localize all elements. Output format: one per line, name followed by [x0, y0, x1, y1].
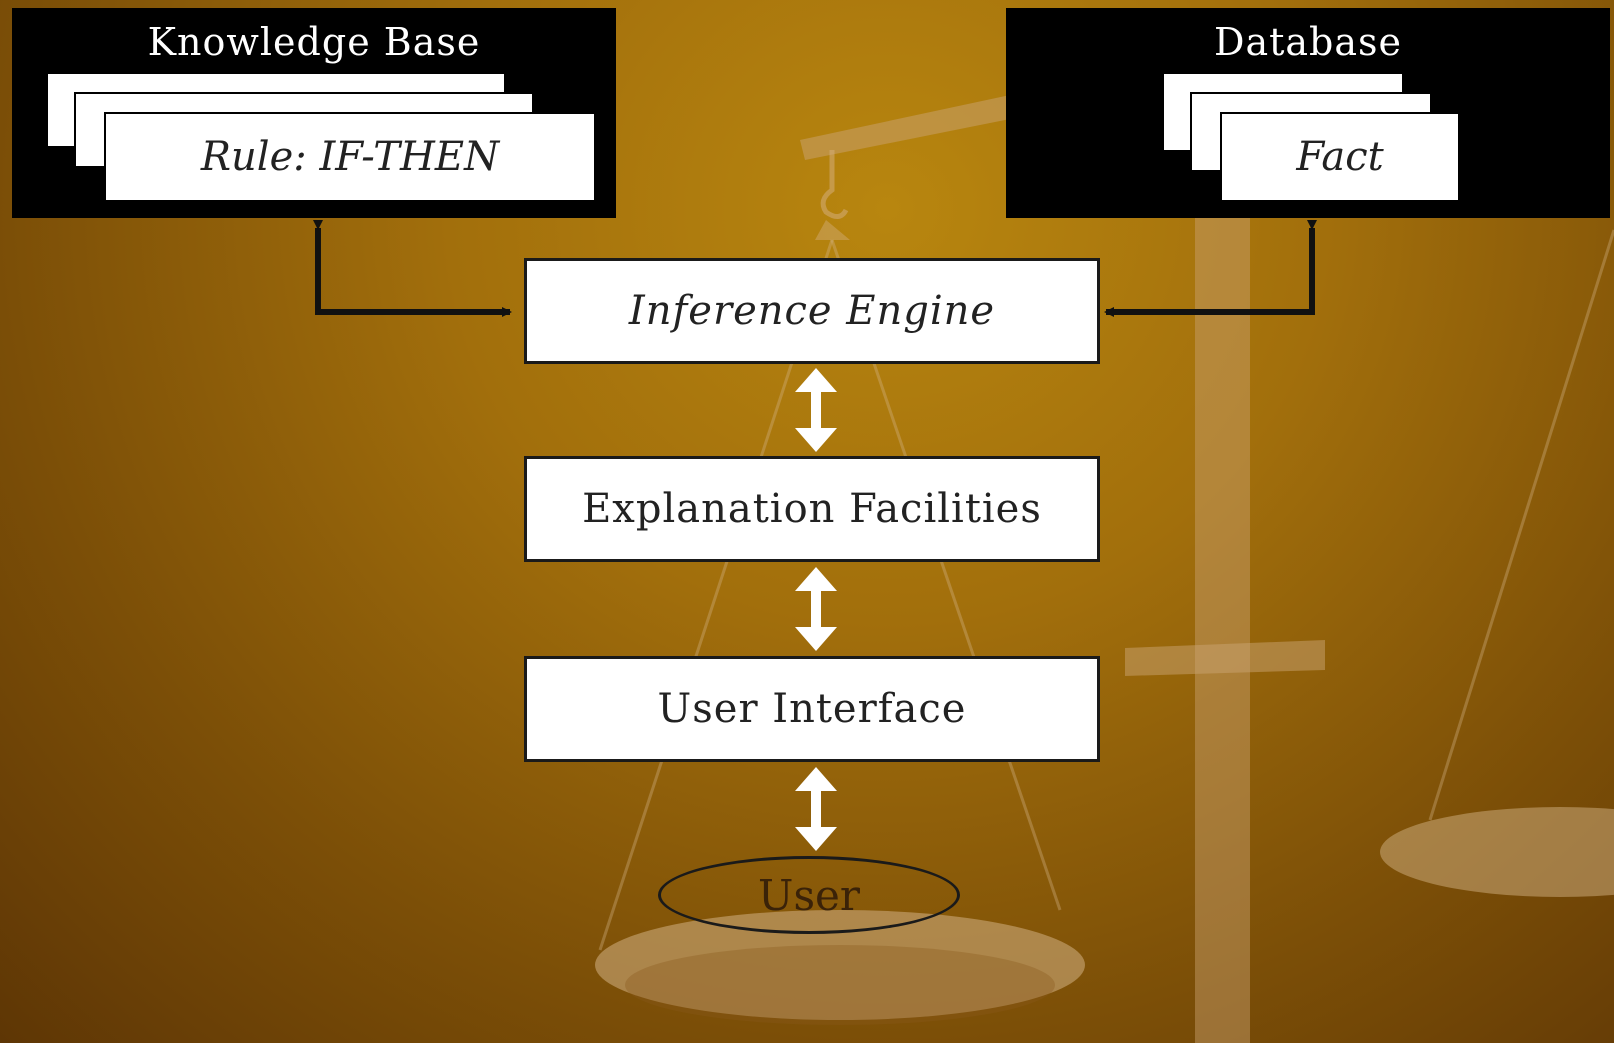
- knowledge-base-title: Knowledge Base: [147, 20, 481, 64]
- user-node: User: [658, 856, 960, 934]
- user-interface-label: User Interface: [657, 686, 967, 732]
- database-panel: Database Fact: [1006, 8, 1610, 218]
- user-label: User: [758, 870, 860, 920]
- inference-engine-label: Inference Engine: [628, 288, 996, 334]
- rule-card: Rule: IF-THEN: [104, 112, 596, 202]
- explanation-facilities-node: Explanation Facilities: [524, 456, 1100, 562]
- database-title: Database: [1213, 20, 1403, 64]
- user-interface-node: User Interface: [524, 656, 1100, 762]
- knowledge-base-panel: Knowledge Base Rule: IF-THEN: [12, 8, 616, 218]
- fact-card-label: Fact: [1296, 134, 1384, 180]
- inference-engine-node: Inference Engine: [524, 258, 1100, 364]
- rule-card-label: Rule: IF-THEN: [200, 134, 500, 180]
- fact-card: Fact: [1220, 112, 1460, 202]
- explanation-facilities-label: Explanation Facilities: [582, 486, 1042, 532]
